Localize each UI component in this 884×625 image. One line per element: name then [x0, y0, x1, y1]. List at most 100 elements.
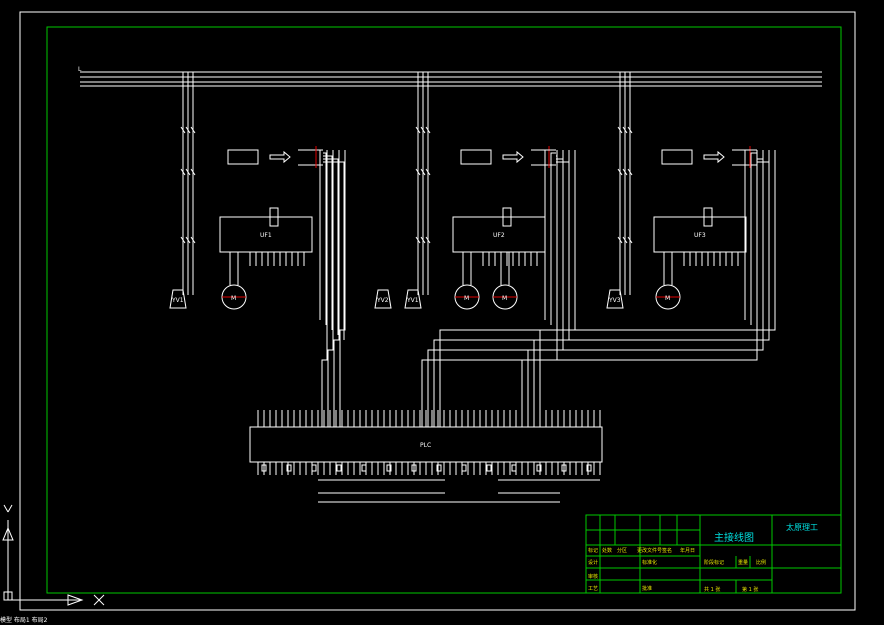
- label-scale: 比例: [756, 559, 766, 566]
- control-cable: [323, 158, 339, 335]
- control-cable: [319, 149, 323, 320]
- relay-coil: [511, 464, 517, 472]
- breaker-contact: [425, 126, 431, 134]
- control-cable: [750, 152, 757, 325]
- label-design: 设计: [588, 559, 598, 566]
- label-process: 工艺: [588, 586, 598, 592]
- label-weight: 重量: [738, 559, 748, 566]
- drawing-title: 主接线图: [714, 531, 754, 544]
- breaker-contact: [185, 126, 191, 134]
- sheet-total: 共 1 张: [704, 586, 720, 593]
- title-row-2: 分区: [617, 547, 627, 554]
- breaker-contact: [420, 168, 426, 176]
- breaker-contact: [627, 126, 633, 134]
- label-review: 审核: [588, 573, 598, 580]
- relay-coil: [561, 464, 567, 472]
- bus-label: L: [78, 66, 82, 73]
- breaker-contact: [425, 168, 431, 176]
- label-stage: 阶段标记: [704, 559, 724, 566]
- company-name: 太原理工: [786, 522, 818, 532]
- relay-coil: [586, 464, 592, 472]
- valve-label: YV3: [608, 297, 621, 304]
- solenoid-valve: [404, 289, 422, 309]
- breaker-contact: [190, 126, 196, 134]
- relay-coil: [311, 464, 317, 472]
- arrow-icon: [269, 150, 291, 164]
- title-row-0: 标记: [588, 547, 598, 554]
- breaker-contact: [185, 168, 191, 176]
- inverter-box: [653, 216, 747, 253]
- inverter-label: UF2: [493, 232, 505, 239]
- breaker-contact: [425, 236, 431, 244]
- control-cable: [550, 152, 556, 325]
- motor-label: M: [502, 295, 507, 302]
- control-cable: [757, 158, 764, 335]
- plc-input-wire: [539, 150, 776, 427]
- inverter-fuse: [502, 207, 512, 227]
- plc-input-wire: [527, 150, 764, 427]
- plc-input-wire: [433, 150, 570, 427]
- outer-frame: [19, 11, 856, 611]
- solenoid-valve: [374, 289, 392, 309]
- plc-input-wire: [533, 150, 770, 427]
- breaker-contact: [190, 168, 196, 176]
- title-row-3: 更改文件号: [637, 547, 662, 554]
- breaker-contact: [190, 236, 196, 244]
- breaker-contact: [180, 236, 186, 244]
- inner-frame: [46, 26, 842, 594]
- title-block: 主接线图 太原理工 共 1 张 第 1 张 标记 处数 分区 更改文件号 签名 …: [585, 514, 842, 594]
- arrow-icon: [703, 150, 725, 164]
- inverter-box: [219, 216, 313, 253]
- relay-coil: [261, 464, 267, 472]
- inverter-label: UF1: [260, 232, 272, 239]
- speed-selector: [661, 149, 693, 165]
- breaker-contact: [617, 168, 623, 176]
- plc-input-wire: [521, 150, 758, 427]
- breaker-contact: [622, 168, 628, 176]
- relay-coil: [536, 464, 542, 472]
- breaker-contact: [617, 236, 623, 244]
- breaker-contact: [185, 236, 191, 244]
- title-row-1: 处数: [602, 547, 612, 554]
- title-row-4: 签名: [662, 547, 672, 554]
- plc-input-wire: [339, 150, 346, 427]
- plc-input-wire: [421, 150, 558, 427]
- layout-tabs: 模型 布局1 布局2: [0, 616, 48, 624]
- breaker-contact: [415, 126, 421, 134]
- breaker-contact: [622, 126, 628, 134]
- valve-label: YV2: [376, 297, 389, 304]
- output-rails: [318, 479, 600, 503]
- plc-input-wire: [327, 150, 334, 427]
- speed-selector: [227, 149, 259, 165]
- control-cable: [323, 152, 327, 325]
- inverter-label: UF3: [694, 232, 706, 239]
- relay-coil: [461, 464, 467, 472]
- speed-selector: [460, 149, 492, 165]
- breaker-contact: [415, 168, 421, 176]
- inverter-fuse: [269, 207, 279, 227]
- control-cable: [744, 149, 757, 320]
- relay-coil: [486, 464, 492, 472]
- plc-input-wire: [333, 150, 340, 427]
- bus-bars: L: [78, 66, 822, 87]
- valve-label: YV1: [406, 297, 419, 304]
- motor-label: M: [464, 295, 469, 302]
- motor-label: M: [231, 295, 236, 302]
- plc-label: PLC: [420, 442, 431, 449]
- relay-coil: [436, 464, 442, 472]
- ucs-icon: [2, 504, 105, 606]
- breaker-contact: [420, 126, 426, 134]
- breaker-contact: [622, 236, 628, 244]
- plc-input-wire: [427, 150, 564, 427]
- plc-block: PLC: [249, 410, 603, 475]
- inverter-fuse: [703, 207, 713, 227]
- relay-coil: [386, 464, 392, 472]
- breaker-contact: [415, 236, 421, 244]
- solenoid-valve: [606, 289, 624, 309]
- arrow-icon: [502, 150, 524, 164]
